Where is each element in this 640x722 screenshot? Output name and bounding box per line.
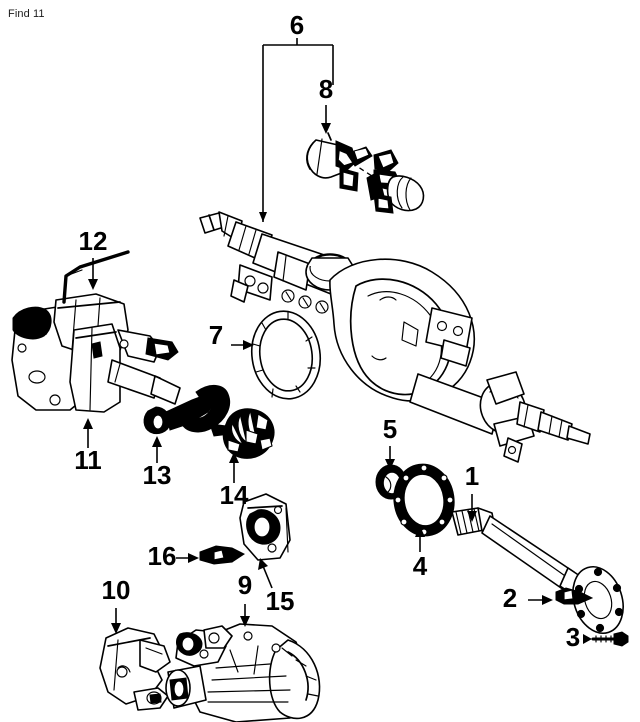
leader-6 — [259, 38, 334, 222]
leader-1 — [467, 494, 477, 522]
leader-11 — [83, 418, 93, 448]
differential-carrier-gasket — [250, 310, 322, 400]
callout-number-3: 3 — [566, 622, 580, 652]
callout-numbers: 1 2 3 4 5 6 7 8 9 10 11 12 13 14 15 16 — [74, 10, 580, 652]
mounting-bracket — [99, 627, 171, 711]
bent-shift-rod — [62, 250, 130, 304]
leader-14 — [229, 452, 239, 483]
callout-number-1: 1 — [465, 461, 479, 491]
differential-carrier-assembly — [165, 623, 321, 722]
leader-15 — [258, 558, 273, 589]
callout-number-6: 6 — [290, 10, 304, 40]
find-label: Find 11 — [8, 8, 45, 20]
callout-number-15: 15 — [266, 586, 295, 616]
leader-5 — [385, 446, 395, 470]
callout-number-12: 12 — [79, 226, 108, 256]
callout-number-9: 9 — [238, 570, 252, 600]
actuator-assembly — [11, 293, 181, 413]
callout-number-11: 11 — [74, 445, 102, 475]
leader-9 — [240, 604, 250, 627]
bracket-plate — [239, 493, 291, 561]
callout-number-5: 5 — [383, 414, 397, 444]
callout-number-7: 7 — [209, 320, 223, 350]
leader-8 — [321, 105, 331, 134]
bolt — [591, 631, 629, 647]
shift-fork — [143, 385, 231, 437]
leader-10 — [111, 608, 121, 634]
leader-7 — [231, 340, 254, 350]
callout-number-8: 8 — [319, 74, 333, 104]
axle-housing-assembly — [199, 211, 591, 463]
universal-joint — [306, 132, 373, 192]
leader-12 — [88, 258, 98, 290]
leader-3 — [583, 634, 592, 644]
universal-joint-second — [351, 149, 425, 214]
leader-2 — [528, 595, 553, 605]
callout-number-14: 14 — [220, 480, 249, 510]
callout-number-10: 10 — [102, 575, 131, 605]
callout-number-2: 2 — [503, 583, 517, 613]
callout-number-16: 16 — [148, 541, 177, 571]
leader-13 — [152, 436, 162, 463]
callout-number-13: 13 — [143, 460, 172, 490]
pin-bolt — [199, 545, 245, 565]
wheel-stud — [555, 587, 594, 605]
leader-4 — [415, 526, 425, 552]
axle-shaft — [451, 507, 624, 634]
callout-number-4: 4 — [413, 551, 428, 581]
leader-16 — [176, 553, 199, 563]
wheel-bearing-retainer-ring — [393, 463, 455, 537]
coil-spring-actuator — [222, 408, 275, 459]
